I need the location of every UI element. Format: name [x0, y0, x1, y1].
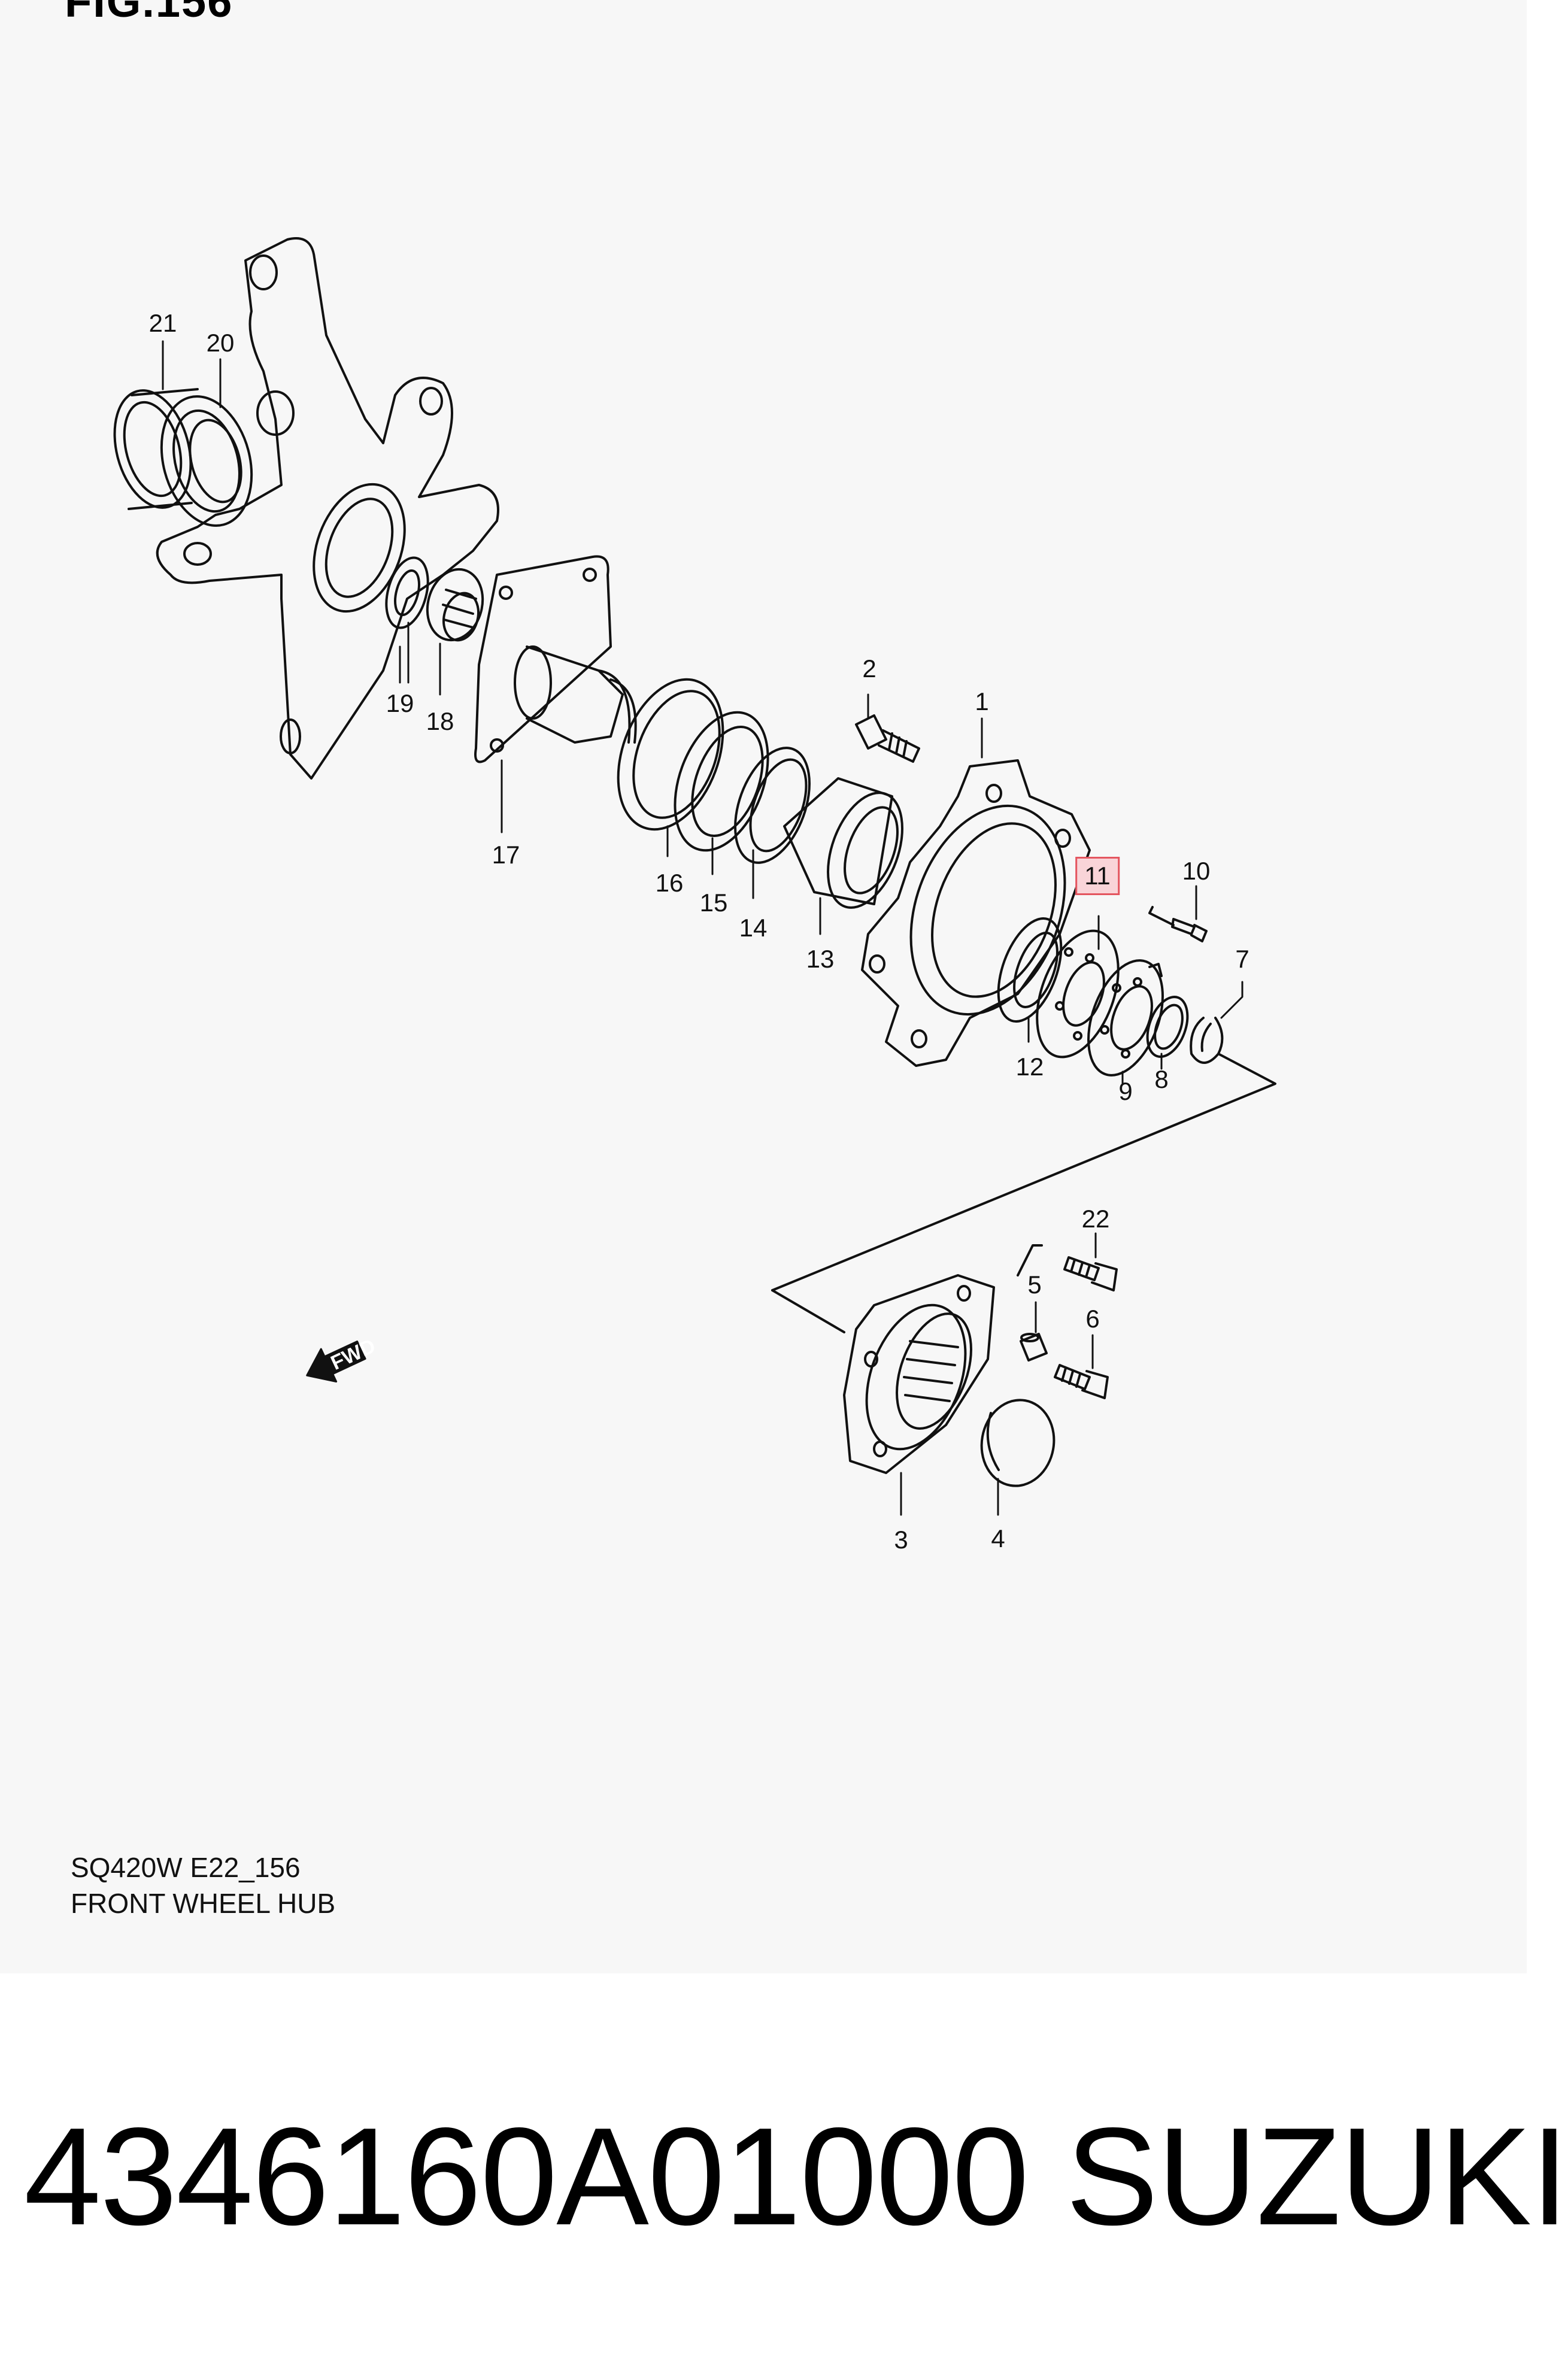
- callout-8[interactable]: 8: [1154, 1065, 1169, 1093]
- cap-part-4: [980, 1399, 1056, 1487]
- callout-15[interactable]: 15: [699, 889, 728, 917]
- callout-16[interactable]: 16: [655, 869, 684, 897]
- diagram-sheet: FIG.156: [65, 0, 1276, 1919]
- bracket-line: [771, 1053, 1276, 1291]
- bolt-part-22: [1017, 1244, 1118, 1291]
- ring-part-16: [617, 678, 724, 831]
- ring-part-12: [997, 917, 1063, 1023]
- ring-part-8: [1146, 996, 1189, 1058]
- callout-7[interactable]: 7: [1235, 945, 1249, 973]
- callout-10[interactable]: 10: [1182, 857, 1211, 885]
- fwd-arrow-icon: FWD: [306, 1335, 379, 1382]
- callout-2[interactable]: 2: [862, 654, 876, 683]
- bearing-part-13: [783, 777, 903, 909]
- bearing-part-20: [160, 395, 253, 527]
- callout-14[interactable]: 14: [739, 914, 768, 942]
- callout-22[interactable]: 22: [1081, 1205, 1110, 1233]
- callout-11-highlighted[interactable]: 11: [1075, 857, 1120, 895]
- hub-housing-part-1: [861, 759, 1091, 1067]
- bolt-part-6: [1054, 1364, 1109, 1399]
- callout-5[interactable]: 5: [1027, 1271, 1042, 1299]
- model-code: SQ420W E22_156: [71, 1852, 301, 1883]
- spacer-part-5: [1020, 1333, 1048, 1362]
- callout-9[interactable]: 9: [1118, 1077, 1133, 1105]
- callout-12[interactable]: 12: [1015, 1053, 1044, 1081]
- steering-knuckle: [156, 237, 499, 780]
- bracket-end: [771, 1289, 845, 1333]
- callout-21[interactable]: 21: [148, 309, 177, 337]
- fwd-label: FWD: [327, 1335, 379, 1375]
- callout-13[interactable]: 13: [806, 945, 835, 973]
- diagram-title: FRONT WHEEL HUB: [71, 1888, 336, 1919]
- bearing-part-18: [426, 568, 484, 642]
- callout-4[interactable]: 4: [991, 1524, 1005, 1553]
- stud-bolt-part-2: [855, 714, 920, 763]
- callout-17[interactable]: 17: [492, 841, 520, 869]
- ring-part-14: [734, 747, 811, 864]
- exploded-view-drawing: FWD: [113, 237, 1276, 1516]
- callout-20[interactable]: 20: [206, 329, 235, 357]
- seal-part-21: [113, 388, 199, 510]
- callout-1[interactable]: 1: [975, 687, 989, 715]
- hub-flange-part-3: [843, 1274, 995, 1474]
- washer-part-11: [1036, 929, 1120, 1059]
- seal-part-19: [385, 556, 429, 629]
- callout-6[interactable]: 6: [1085, 1305, 1100, 1333]
- leader-lines: [162, 340, 1244, 1516]
- part-number: 4346160A01000: [24, 2099, 1029, 2254]
- callout-3[interactable]: 3: [894, 1526, 908, 1554]
- callout-18[interactable]: 18: [426, 707, 454, 735]
- circlip-part-7: [1190, 1017, 1224, 1064]
- callout-19[interactable]: 19: [386, 689, 414, 717]
- spindle-part-17: [474, 555, 637, 763]
- figure-label: FIG.156: [65, 0, 233, 26]
- screw-part-10: [1148, 906, 1208, 977]
- brand-name: SUZUKI: [1066, 2099, 1568, 2254]
